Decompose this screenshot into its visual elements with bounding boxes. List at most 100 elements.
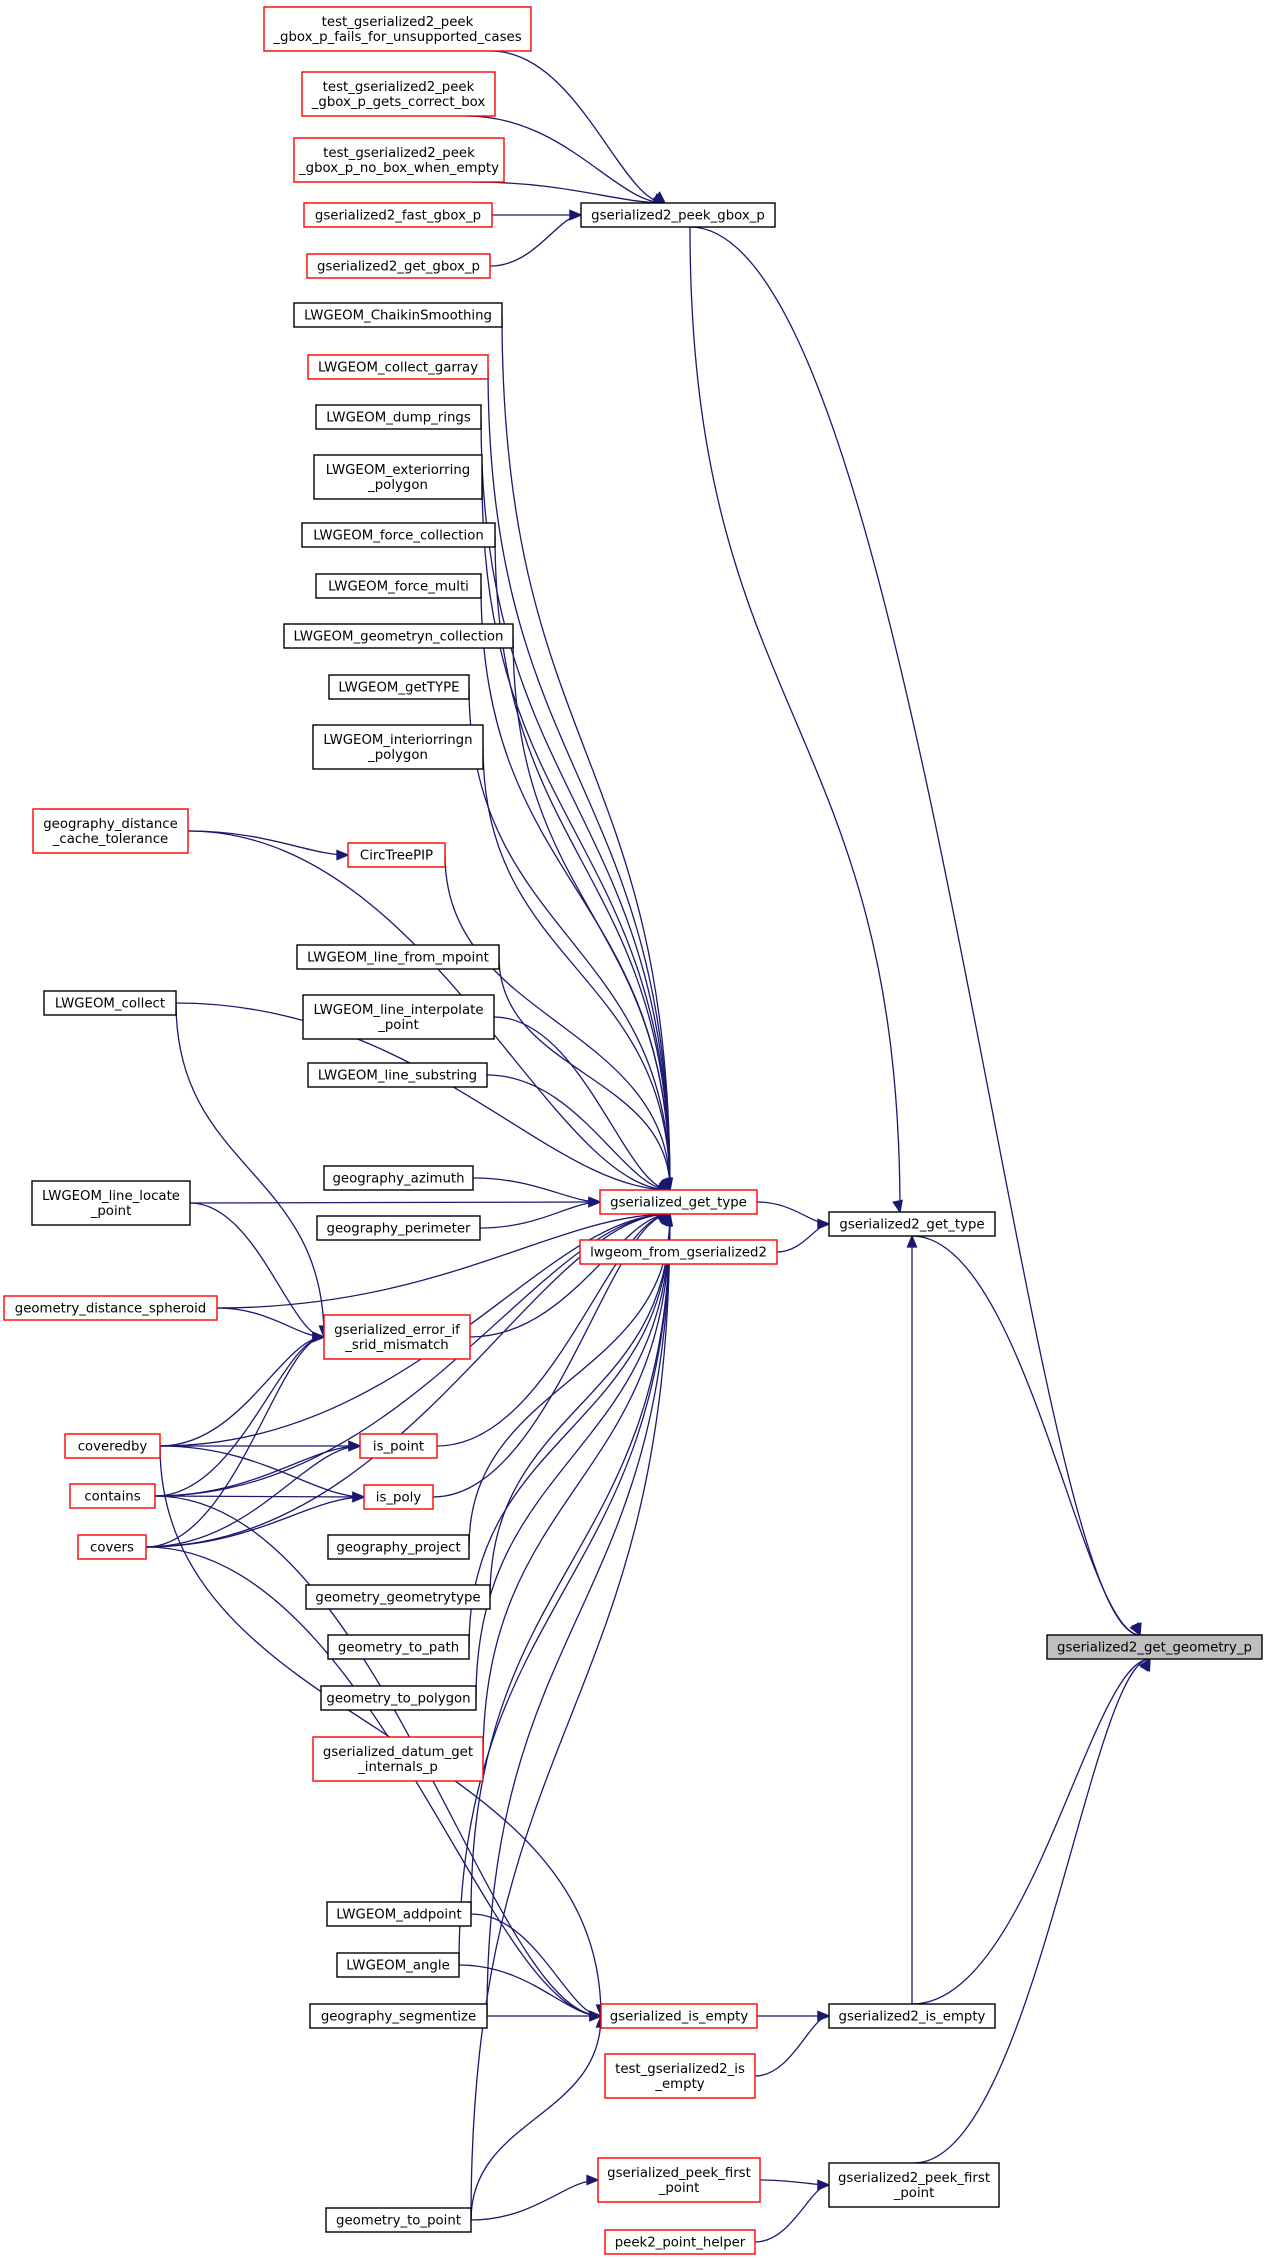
node-box (1046, 1634, 1263, 1660)
edge-covers-to-gs_is_empty (145, 1546, 603, 2022)
node-g2_peek_first_point[interactable]: gserialized2_peek_first_point (828, 2162, 1000, 2208)
node-geog_azimuth[interactable]: geography_azimuth (323, 1165, 474, 1191)
node-geom_to_point[interactable]: geometry_to_point (325, 2207, 472, 2233)
node-srid_mismatch[interactable]: gserialized_error_if_srid_mismatch (323, 1314, 471, 1360)
node-box (3, 1295, 218, 1321)
node-geom_to_polygon[interactable]: geometry_to_polygon (320, 1685, 477, 1711)
node-dump_rings[interactable]: LWGEOM_dump_rings (315, 404, 482, 430)
node-box (303, 202, 493, 228)
node-fast_gbox[interactable]: gserialized2_fast_gbox_p (303, 202, 493, 228)
node-gs_get_type[interactable]: gserialized_get_type (599, 1189, 758, 1215)
node-get_gbox[interactable]: gserialized2_get_gbox_p (306, 253, 491, 279)
node-box (313, 454, 483, 500)
edge-covers-to-srid_mismatch (145, 1331, 326, 1548)
node-g2_is_empty[interactable]: gserialized2_is_empty (828, 2003, 996, 2029)
edge-geom_to_point-to-gs_peek_first (470, 2174, 600, 2221)
node-label: geometry_to_polygon (326, 1692, 470, 1707)
edge-g2_peek_first_point-to-target (913, 1657, 1151, 2164)
node-gs_is_empty[interactable]: gserialized_is_empty (600, 2003, 758, 2029)
node-line_substring[interactable]: LWGEOM_line_substring (307, 1062, 488, 1088)
node-coveredby[interactable]: coveredby (64, 1433, 161, 1459)
node-geog_perimeter[interactable]: geography_perimeter (316, 1215, 481, 1241)
node-box (315, 573, 482, 599)
node-geog_dist_cache[interactable]: geography_distance_cache_tolerance (32, 808, 189, 854)
node-geom_geometrytype[interactable]: geometry_geometrytype (305, 1584, 491, 1610)
node-t_is_empty[interactable]: test_gserialized2_is_empty (604, 2053, 756, 2099)
node-label: lwgeom_from_gserialized2 (590, 1246, 767, 1261)
node-box (32, 808, 189, 854)
node-g2_get_type[interactable]: gserialized2_get_type (828, 1211, 996, 1237)
node-is_poly[interactable]: is_poly (363, 1484, 434, 1510)
node-geog_project[interactable]: geography_project (327, 1534, 470, 1560)
node-is_point[interactable]: is_point (359, 1433, 438, 1459)
node-label: is_poly (376, 1491, 422, 1506)
node-lwgeom_from_gs2[interactable]: lwgeom_from_gserialized2 (579, 1239, 778, 1265)
node-peek_gbox_p[interactable]: gserialized2_peek_gbox_p (580, 202, 776, 228)
node-t_correct_box[interactable]: test_gserialized2_peek_gbox_p_gets_corre… (301, 71, 496, 117)
node-line_interpolate[interactable]: LWGEOM_line_interpolate_point (302, 994, 495, 1040)
node-box (293, 302, 503, 328)
node-label: LWGEOM_line_substring (318, 1069, 477, 1084)
node-contains[interactable]: contains (69, 1483, 156, 1509)
node-label: coveredby (78, 1440, 148, 1455)
node-label: _gbox_p_gets_correct_box (311, 95, 486, 110)
node-label: gserialized2_get_geometry_p (1057, 1641, 1252, 1656)
node-gs_peek_first[interactable]: gserialized_peek_first_point (597, 2157, 761, 2203)
node-label: _cache_tolerance (52, 832, 168, 847)
node-label: _point (658, 2181, 700, 2196)
node-label: LWGEOM_ChaikinSmoothing (304, 309, 492, 324)
node-target: gserialized2_get_geometry_p (1046, 1634, 1263, 1660)
node-box (307, 354, 489, 380)
edge-t_unsupported-to-peek_gbox_p (490, 50, 667, 205)
node-label: LWGEOM_collect (55, 997, 165, 1012)
node-lw_collect[interactable]: LWGEOM_collect (43, 990, 177, 1016)
edge-peek2_helper-to-g2_peek_first_point (754, 2179, 831, 2243)
node-line_locate[interactable]: LWGEOM_line_locate_point (31, 1180, 191, 1226)
node-line_from_mpoint[interactable]: LWGEOM_line_from_mpoint (296, 944, 500, 970)
node-box (327, 1634, 470, 1660)
node-chaikin[interactable]: LWGEOM_ChaikinSmoothing (293, 302, 503, 328)
node-t_unsupported[interactable]: test_gserialized2_peek_gbox_p_fails_for_… (263, 6, 532, 52)
edge-geog_segmentize-to-gs_get_type (486, 1212, 673, 2017)
node-geom_dist_spheroid[interactable]: geometry_distance_spheroid (3, 1295, 218, 1321)
node-force_collection[interactable]: LWGEOM_force_collection (301, 522, 496, 548)
node-label: gserialized2_peek_first (838, 2171, 990, 2186)
edge-covers-to-is_poly (145, 1491, 366, 1548)
node-label: gserialized_error_if (334, 1323, 460, 1338)
node-label: _point (893, 2186, 935, 2201)
node-label: LWGEOM_interiorringn (323, 733, 472, 748)
node-interiorringn[interactable]: LWGEOM_interiorringn_polygon (312, 724, 484, 770)
node-peek2_helper[interactable]: peek2_point_helper (604, 2229, 756, 2255)
node-label: LWGEOM_line_interpolate (313, 1003, 483, 1018)
edge-force_multi-to-gs_get_type (480, 585, 672, 1192)
node-box (263, 6, 532, 52)
node-force_multi[interactable]: LWGEOM_force_multi (315, 573, 482, 599)
node-box (64, 1433, 161, 1459)
node-box (283, 623, 514, 649)
edge-geog_perimeter-to-gs_get_type (479, 1196, 602, 1229)
node-gettype[interactable]: LWGEOM_getTYPE (328, 674, 470, 700)
node-label: LWGEOM_exteriorring (326, 463, 470, 478)
edge-geom_to_point-to-gs_is_empty (470, 2014, 607, 2221)
node-label: geometry_to_point (336, 2214, 461, 2229)
node-lw_angle[interactable]: LWGEOM_angle (336, 1952, 460, 1978)
node-box (316, 1215, 481, 1241)
node-box (306, 253, 491, 279)
node-box (43, 990, 177, 1016)
edge-lwgeom_from_gs2-to-g2_get_type (776, 1218, 831, 1253)
node-box (312, 724, 484, 770)
node-label: geometry_distance_spheroid (15, 1302, 207, 1317)
node-geog_segmentize[interactable]: geography_segmentize (309, 2003, 488, 2029)
node-label: geometry_to_path (338, 1641, 459, 1656)
node-collect_garray[interactable]: LWGEOM_collect_garray (307, 354, 489, 380)
node-t_no_box[interactable]: test_gserialized2_peek_gbox_p_no_box_whe… (293, 137, 505, 183)
node-circtreepip[interactable]: CircTreePIP (347, 842, 446, 868)
node-datum_get_internals[interactable]: gserialized_datum_get_internals_p (312, 1736, 484, 1782)
node-geometryn_collection[interactable]: LWGEOM_geometryn_collection (283, 623, 514, 649)
edge-line_locate-to-gs_get_type (189, 1196, 602, 1208)
node-covers[interactable]: covers (77, 1534, 147, 1560)
node-box (336, 1952, 460, 1978)
node-addpoint[interactable]: LWGEOM_addpoint (326, 1901, 472, 1927)
node-geom_to_path[interactable]: geometry_to_path (327, 1634, 470, 1660)
node-exteriorring[interactable]: LWGEOM_exteriorring_polygon (313, 454, 483, 500)
